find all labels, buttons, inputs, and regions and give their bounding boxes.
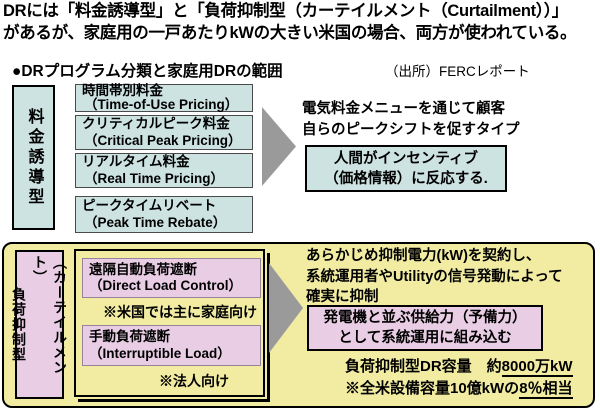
program-box-interruptible-load: 手動負荷遮断 （Interruptible Load）	[82, 325, 261, 366]
capacity-line-2: ※全米設備容量10億kWの8％相当	[345, 378, 573, 400]
program-name-ja: 時間帯別料金	[82, 82, 163, 98]
program-name-en: （Interruptible Load）	[89, 345, 231, 361]
capacity-line-1-text: 負荷抑制型DR容量 約	[345, 358, 502, 375]
arrow-right-icon	[269, 263, 303, 353]
diagram-title: ●DRプログラム分類と家庭用DRの範囲	[12, 63, 283, 80]
intro-line-1: DRには「料金誘導型」と「負荷抑制型（カーテイルメント（Curtailment）…	[3, 2, 568, 20]
price-description: 電気料金メニューを通じて顧客 自らのピークシフトを促すタイプ	[302, 101, 520, 138]
program-box-critical-peak: クリティカルピーク料金 （Critical Peak Pricing）	[75, 115, 253, 150]
program-name-en: （Peak Time Rebate）	[84, 214, 227, 230]
arrow-right-icon	[262, 107, 296, 186]
program-box-peak-time-rebate: ピークタイムリベート （Peak Time Rebate）	[75, 196, 253, 233]
capacity-line-2-value: 8％相当	[519, 380, 573, 399]
program-name-en: （Direct Load Control）	[89, 278, 243, 293]
capacity-line-1-value: 8000万kW	[501, 358, 573, 377]
program-name-ja: クリティカルピーク料金	[82, 116, 230, 132]
program-name-ja: リアルタイム料金	[82, 154, 190, 170]
program-box-time-of-use: 時間帯別料金 （Time-of-Use Pricing）	[75, 82, 253, 112]
intro-text: DRには「料金誘導型」と「負荷抑制型（カーテイルメント（Curtailment）…	[3, 1, 599, 44]
program-name-en: （Critical Peak Pricing）	[84, 132, 242, 148]
program-name-en: （Real Time Pricing）	[84, 170, 225, 186]
note-direct-load-control: ※米国では主に家庭向け	[103, 304, 257, 320]
program-name-ja: ピークタイムリベート	[82, 198, 217, 214]
note-interruptible-load: ※法人向け	[159, 373, 229, 389]
capacity-line-2-text: ※全米設備容量10億kWの	[345, 380, 520, 397]
curtailment-panel: 負荷抑制型 （カーテイルメント） 遠隔自動負荷遮断 （Direct Load C…	[2, 242, 595, 408]
incentive-callout-box: 人間がインセンティブ （価格情報）に反応する.	[305, 145, 507, 192]
intro-line-2: があるが、家庭用の一戸あたりkWの大きい米国の場合、両方が使われている。	[3, 23, 577, 42]
source-label: （出所）FERCレポート	[385, 64, 530, 79]
program-name-ja: 手動負荷遮断	[89, 329, 170, 345]
curtailment-description: あらかじめ抑制電力(kW)を契約し、 系統運用者やUtilityの信号発動によっ…	[306, 248, 563, 305]
price-type-label: 料金誘導型	[25, 107, 43, 208]
curtailment-label-box: 負荷抑制型 （カーテイルメント）	[11, 250, 68, 399]
capacity-line-1: 負荷抑制型DR容量 約8000万kW	[345, 356, 573, 378]
program-name-en: （Time-of-Use Pricing）	[84, 97, 239, 112]
supply-callout-box: 発電機と並ぶ供給力（予備力） として系統運用に組み込む	[307, 305, 543, 351]
curtailment-label-main: 負荷抑制型	[11, 287, 27, 362]
program-box-direct-load-control: 遠隔自動負荷遮断 （Direct Load Control）	[82, 258, 261, 298]
program-name-ja: 遠隔自動負荷遮断	[89, 261, 197, 277]
program-box-real-time: リアルタイム料金 （Real Time Pricing）	[75, 153, 253, 188]
curtailment-program-group: 遠隔自動負荷遮断 （Direct Load Control） ※米国では主に家庭…	[74, 249, 270, 402]
price-type-label-box: 料金誘導型	[12, 85, 55, 230]
curtailment-label-sub: （カーテイルメント）	[32, 255, 68, 375]
capacity-summary: 負荷抑制型DR容量 約8000万kW ※全米設備容量10億kWの8％相当	[345, 356, 573, 400]
